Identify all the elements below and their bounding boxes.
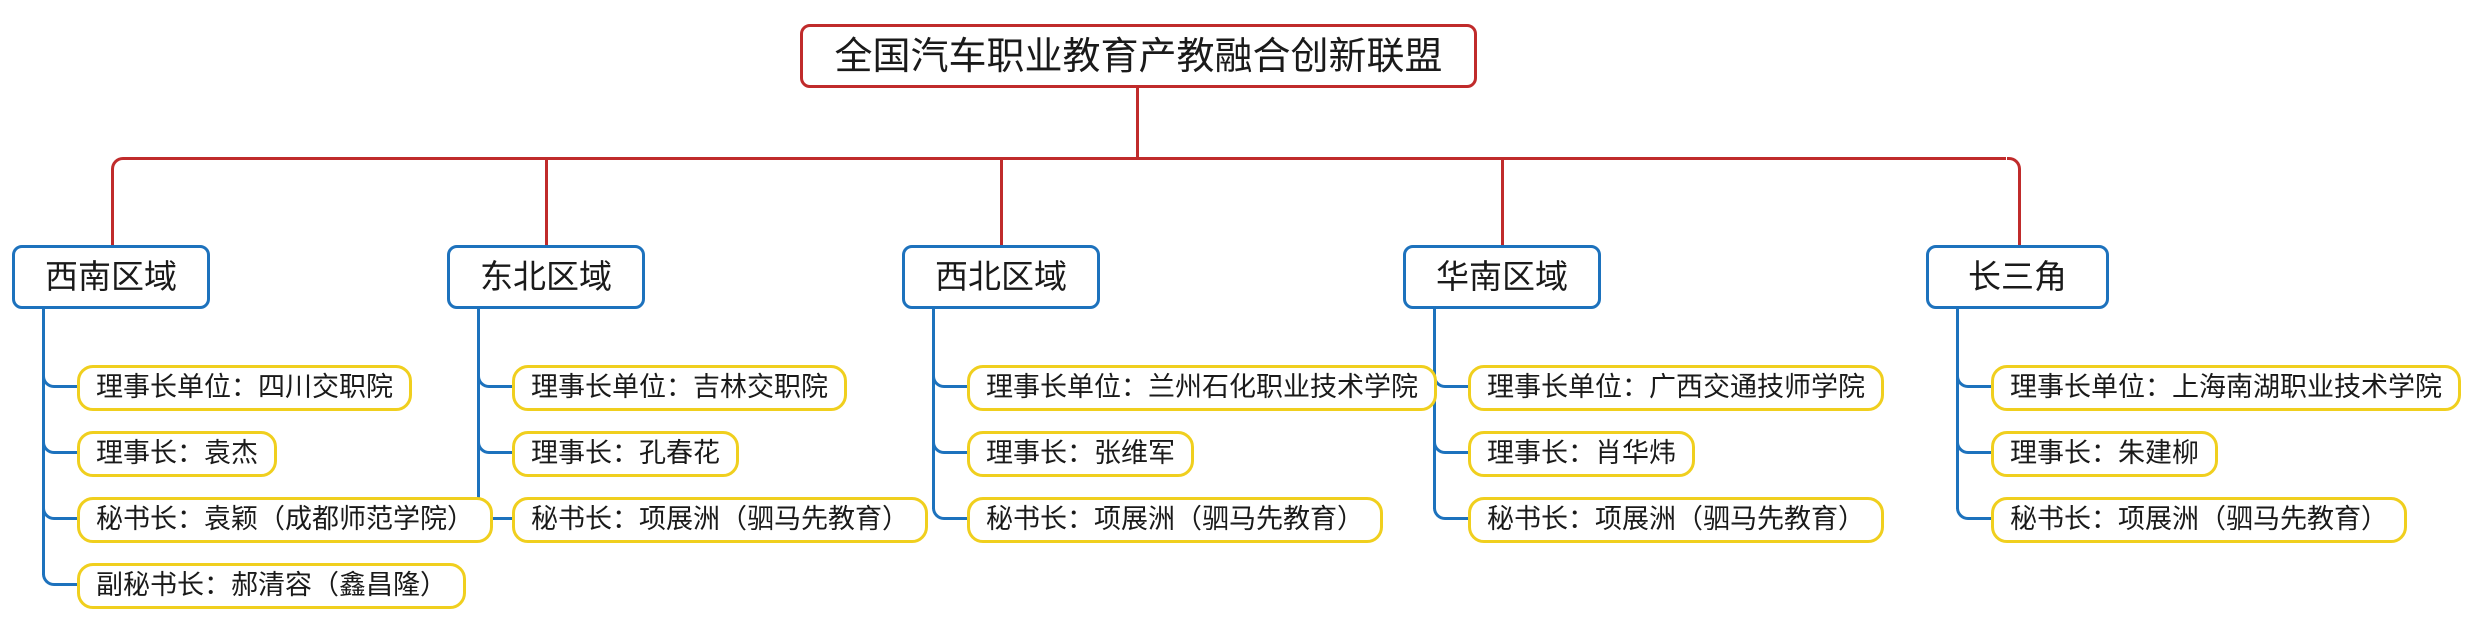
- item-node[interactable]: 理事长单位：吉林交职院: [512, 365, 847, 411]
- item-branch-blue: [42, 573, 77, 586]
- item-node[interactable]: 理事长单位：广西交通技师学院: [1468, 365, 1884, 411]
- item-node[interactable]: 理事长单位：上海南湖职业技术学院: [1991, 365, 2461, 411]
- item-node[interactable]: 秘书长：项展洲（驷马先教育）: [1468, 497, 1884, 543]
- item-branch-blue: [42, 507, 77, 520]
- item-node[interactable]: 理事长：袁杰: [77, 431, 277, 477]
- region-node-4[interactable]: 华南区域: [1403, 245, 1601, 309]
- root-node[interactable]: 全国汽车职业教育产教融合创新联盟: [800, 24, 1477, 88]
- region-spine-blue: [1433, 309, 1436, 509]
- region-node-2[interactable]: 东北区域: [447, 245, 645, 309]
- item-branch-blue: [1956, 375, 1991, 388]
- root-connector-stub: [1136, 88, 1139, 157]
- item-branch-blue: [42, 441, 77, 454]
- item-node[interactable]: 理事长单位：四川交职院: [77, 365, 412, 411]
- item-node[interactable]: 理事长：孔春花: [512, 431, 739, 477]
- item-node[interactable]: 理事长：朱建柳: [1991, 431, 2218, 477]
- item-branch-blue: [477, 441, 512, 454]
- region-node-3[interactable]: 西北区域: [902, 245, 1100, 309]
- region-spine-blue: [932, 309, 935, 509]
- item-node[interactable]: 秘书长：项展洲（驷马先教育）: [967, 497, 1383, 543]
- item-branch-blue: [477, 375, 512, 388]
- region-spine-blue: [1956, 309, 1959, 509]
- item-branch-blue: [932, 507, 967, 520]
- region-node-5[interactable]: 长三角: [1926, 245, 2109, 309]
- item-branch-blue: [1433, 375, 1468, 388]
- rail-horizontal: [123, 157, 2006, 160]
- item-node[interactable]: 副秘书长：郝清容（鑫昌隆）: [77, 563, 466, 609]
- item-branch-blue: [1433, 441, 1468, 454]
- rail-corner-left: [111, 157, 125, 171]
- item-branch-blue: [932, 375, 967, 388]
- item-branch-blue: [1956, 441, 1991, 454]
- branch-drop-red: [544, 157, 548, 245]
- item-branch-blue: [42, 375, 77, 388]
- branch-drop-red: [1500, 157, 1504, 245]
- region-spine-blue: [477, 309, 480, 509]
- item-node[interactable]: 秘书长：项展洲（驷马先教育）: [512, 497, 928, 543]
- branch-drop-red: [2017, 169, 2021, 245]
- item-node[interactable]: 理事长：肖华炜: [1468, 431, 1695, 477]
- branch-drop-red: [999, 157, 1003, 245]
- item-node[interactable]: 理事长单位：兰州石化职业技术学院: [967, 365, 1437, 411]
- branch-drop-red: [111, 169, 114, 245]
- item-branch-blue: [932, 441, 967, 454]
- item-node[interactable]: 理事长：张维军: [967, 431, 1194, 477]
- item-node[interactable]: 秘书长：项展洲（驷马先教育）: [1991, 497, 2407, 543]
- item-branch-blue: [1433, 507, 1468, 520]
- item-node[interactable]: 秘书长：袁颖（成都师范学院）: [77, 497, 493, 543]
- region-node-1[interactable]: 西南区域: [12, 245, 210, 309]
- item-branch-blue: [1956, 507, 1991, 520]
- rail-corner-right: [2006, 157, 2021, 171]
